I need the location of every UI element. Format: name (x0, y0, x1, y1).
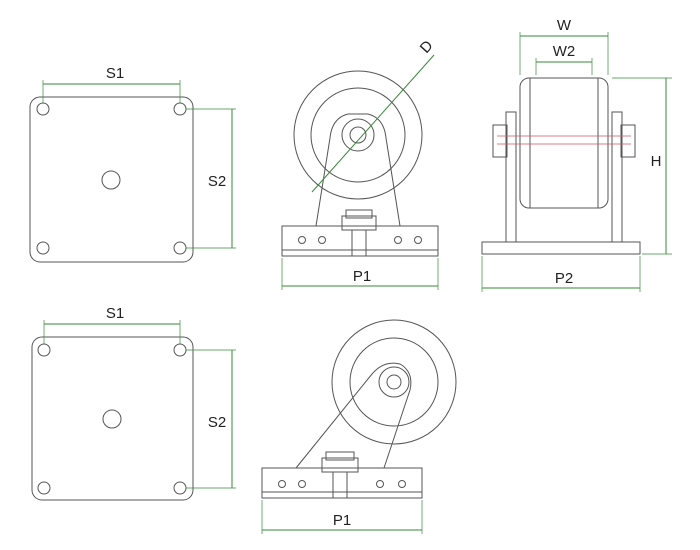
front-wheel-axle (349, 126, 367, 144)
side-p2-label: P2 (555, 270, 573, 287)
bottom-s1-label: S1 (106, 305, 124, 322)
side-h-label: H (651, 153, 662, 170)
top-s2-label: S2 (208, 173, 226, 190)
top-plate-bolt-hole (173, 102, 187, 116)
swivel-wheel-axle (386, 374, 402, 390)
side-w-label: W (557, 17, 572, 34)
top-plate-bolt-hole (36, 241, 50, 255)
swivel-wheel-tread (349, 337, 439, 427)
side-wheel (519, 77, 609, 209)
top-mounting-plate-view: S1 S2 (29, 65, 236, 263)
swivel-p1-label: P1 (333, 512, 351, 529)
swivel-base-plate (261, 491, 423, 499)
side-base-plate (481, 241, 641, 255)
top-plate-center-hole (101, 170, 121, 190)
swivel-wheel-hub (378, 366, 410, 398)
front-d-label: D (417, 37, 437, 57)
side-axle-nut-left (492, 124, 508, 158)
side-w2-label: W2 (553, 43, 576, 60)
swivel-wheel-outer (331, 319, 457, 445)
side-view-caster: W W2 H P2 (481, 17, 672, 292)
front-fork (315, 113, 401, 227)
front-wheel-tread (310, 87, 406, 183)
front-wheel-outer (293, 70, 423, 200)
bottom-plate-outline (31, 336, 194, 501)
swivel-caster-view: P1 (261, 319, 457, 534)
top-plate-outline (29, 96, 194, 263)
bottom-mounting-plate-view: S1 S2 (31, 305, 236, 501)
front-view-rigid-caster: D P1 (281, 37, 439, 290)
top-s1-label: S1 (106, 65, 124, 82)
bottom-s2-label: S2 (208, 414, 226, 431)
front-wheel-hub (341, 118, 375, 152)
top-plate-bolt-hole (173, 241, 187, 255)
side-axle-nut-right (620, 124, 636, 158)
front-p1-label: P1 (353, 268, 371, 285)
front-base-plate (281, 249, 439, 257)
front-d-dimension-line (311, 54, 435, 193)
bottom-plate-center-hole (102, 409, 122, 429)
top-plate-bolt-hole (36, 102, 50, 116)
swivel-fork (295, 362, 412, 469)
